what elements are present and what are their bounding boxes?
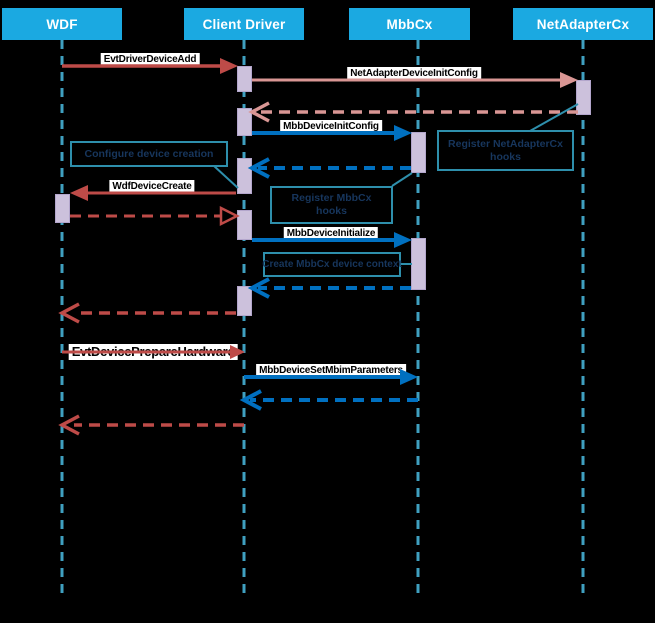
activation-bar-client-driver (237, 66, 252, 92)
note-register-mbbcx-hooks-text: Register MbbCx hooks (291, 192, 372, 217)
note-register-netadaptercx-hooks: Register NetAdapterCx hooks (437, 130, 574, 171)
arrowhead-open (58, 414, 80, 436)
activation-bar-client-driver (237, 286, 252, 316)
activation-bar-netadaptercx (576, 80, 591, 115)
message-label-mbbdevicesetmbimparameters: MbbDeviceSetMbimParameters (256, 364, 406, 378)
arrowhead-open (239, 389, 262, 411)
message-label-netadapterdeviceinitconfig: NetAdapterDeviceInitConfig (347, 67, 481, 81)
activation-bar-client-driver (237, 210, 252, 240)
message-label-mbbdeviceinitialize: MbbDeviceInitialize (283, 227, 379, 241)
activation-bar-client-driver (237, 158, 252, 194)
message-label-wdfdevicecreate: WdfDeviceCreate (109, 180, 195, 194)
arrowhead-open (58, 302, 80, 324)
message-label-evtdriverdeviceadd: EvtDriverDeviceAdd (100, 53, 200, 67)
message-label-evtdevicepreparehardware: EvtDevicePrepareHardware (68, 344, 238, 360)
note-create-mbbcx-device-context: Create MbbCx device context (262, 252, 402, 277)
actor-client-driver: Client Driver (184, 8, 304, 40)
activation-bar-wdf (55, 194, 70, 223)
actor-mbbcx: MbbCx (349, 8, 470, 40)
note-pointer-configure-device-creation (213, 165, 239, 189)
arrowhead (70, 185, 88, 201)
note-configure-device-creation: Configure device creation (70, 141, 228, 167)
activation-bar-client-driver (237, 108, 252, 136)
actor-client-driver-label: Client Driver (202, 16, 286, 32)
activation-bar-mbbcx (411, 238, 426, 290)
note-pointer-register-netadaptercx-hooks (529, 103, 579, 132)
actor-mbbcx-label: MbbCx (386, 16, 433, 32)
actor-netadaptercx-label: NetAdapterCx (536, 16, 630, 32)
message-label-mbbdeviceinitconfig: MbbDeviceInitConfig (280, 120, 382, 134)
note-register-netadaptercx-hooks-text: Register NetAdapterCx hooks (448, 137, 563, 163)
actor-netadaptercx: NetAdapterCx (513, 8, 653, 40)
actor-wdf: WDF (2, 8, 122, 40)
arrowhead (220, 58, 238, 74)
activation-bar-mbbcx (411, 132, 426, 173)
note-configure-device-creation-text: Configure device creation (84, 147, 214, 160)
note-pointer-register-mbbcx-hooks (391, 172, 413, 187)
arrowhead-open (247, 157, 270, 179)
note-create-mbbcx-device-context-text: Create MbbCx device context (262, 259, 402, 270)
arrowhead-hollow (219, 205, 240, 227)
arrowhead (394, 232, 412, 248)
arrowhead-open (248, 101, 270, 123)
arrowhead (394, 125, 412, 141)
actor-wdf-label: WDF (46, 16, 78, 32)
arrowhead-open (247, 277, 270, 299)
note-register-mbbcx-hooks: Register MbbCx hooks (270, 186, 393, 224)
